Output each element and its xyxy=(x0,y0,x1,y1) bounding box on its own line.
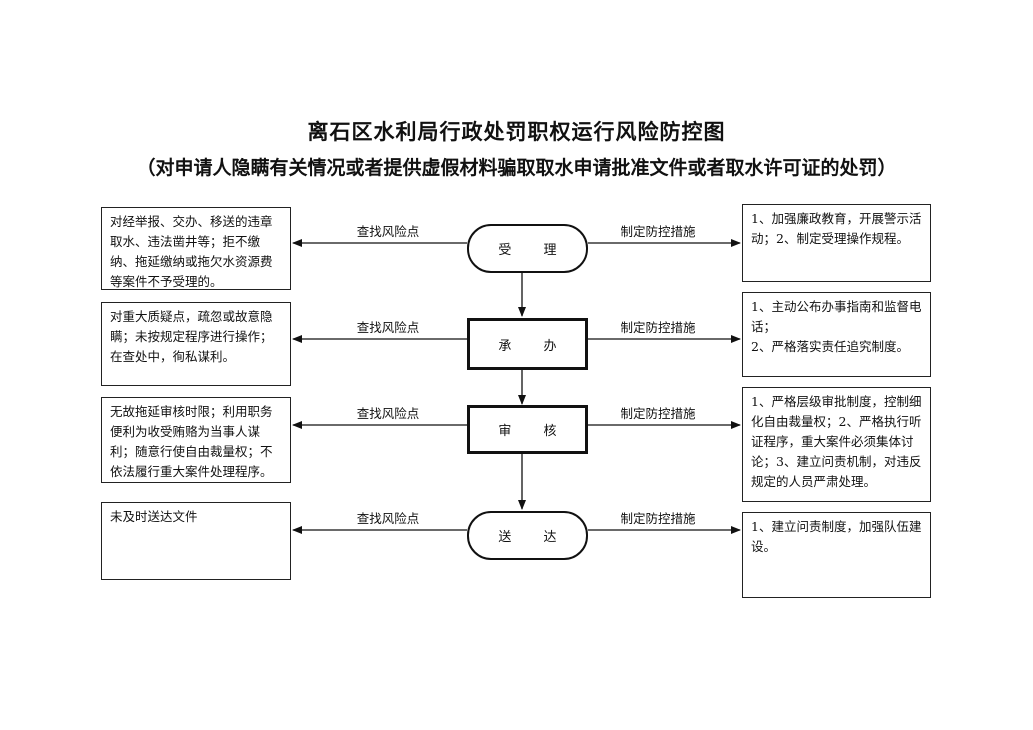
edge-label-measures-4: 制定防控措施 xyxy=(620,511,696,526)
diagram-subtitle: （对申请人隐瞒有关情况或者提供虚假材料骗取取水申请批准文件或者取水许可证的处罚） xyxy=(136,157,897,179)
edge-label-measures-2: 制定防控措施 xyxy=(620,320,696,335)
risk-box-accept: 对经举报、交办、移送的违章取水、违法凿井等；拒不缴纳、拖延缴纳或拖欠水资源费等案… xyxy=(101,207,291,290)
edge-label-find-risk-1: 查找风险点 xyxy=(356,224,420,239)
diagram-title: 离石区水利局行政处罚职权运行风险防控图 xyxy=(307,119,726,144)
edge-label-measures-3: 制定防控措施 xyxy=(620,406,696,421)
edge-label-find-risk-4: 查找风险点 xyxy=(356,511,420,526)
risk-box-review: 无故拖延审核时限；利用职务便利为收受贿赂为当事人谋利；随意行使自由裁量权；不依法… xyxy=(101,397,291,483)
step-node-deliver: 送 达 xyxy=(467,511,588,560)
measure-box-deliver: 1、建立问责制度，加强队伍建设。 xyxy=(742,512,931,598)
edge-label-find-risk-2: 查找风险点 xyxy=(356,320,420,335)
edge-label-find-risk-3: 查找风险点 xyxy=(356,406,420,421)
step-node-review: 审 核 xyxy=(467,405,588,454)
measure-box-accept: 1、加强廉政教育，开展警示活动；2、制定受理操作规程。 xyxy=(742,204,931,282)
step-node-accept: 受 理 xyxy=(467,224,588,273)
risk-box-deliver: 未及时送达文件 xyxy=(101,502,291,580)
step-node-handle: 承 办 xyxy=(467,318,588,370)
edge-label-measures-1: 制定防控措施 xyxy=(620,224,696,239)
measure-box-handle: 1、主动公布办事指南和监督电话； 2、严格落实责任追究制度。 xyxy=(742,292,931,377)
measure-box-review: 1、严格层级审批制度，控制细化自由裁量权；2、严格执行听证程序，重大案件必须集体… xyxy=(742,387,931,502)
risk-box-handle: 对重大质疑点，疏忽或故意隐瞒；未按规定程序进行操作；在查处中，徇私谋利。 xyxy=(101,302,291,386)
